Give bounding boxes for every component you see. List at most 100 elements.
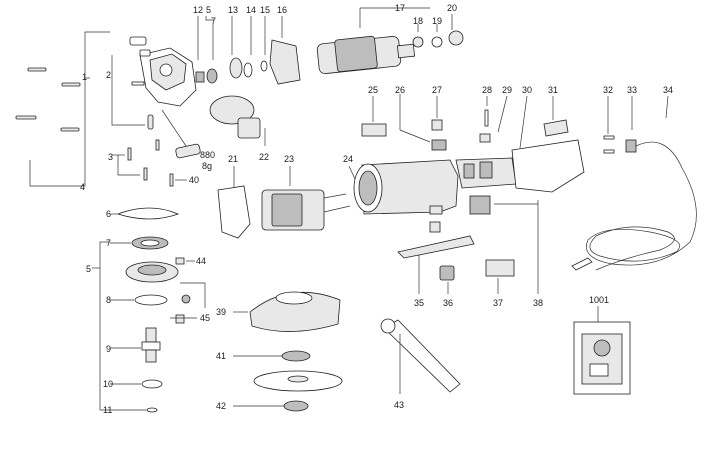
callout-22: 22 <box>259 152 269 162</box>
callout-23: 23 <box>284 154 294 164</box>
callout-18: 18 <box>413 16 423 26</box>
part-43-wrench <box>380 318 461 394</box>
part-brush <box>429 205 443 215</box>
part-45-pin <box>181 294 191 304</box>
callout-32: 32 <box>603 85 613 95</box>
part-36 <box>439 265 455 281</box>
callout-41: 41 <box>216 351 226 361</box>
callout-28: 28 <box>482 85 492 95</box>
part-42-nut <box>283 400 309 412</box>
callout-44: 44 <box>196 256 206 266</box>
callout-2: 2 <box>106 70 111 80</box>
callout-43: 43 <box>394 400 404 410</box>
callout-26: 26 <box>395 85 405 95</box>
part-33-clamp <box>625 139 637 153</box>
callout-42: 42 <box>216 401 226 411</box>
part-20 <box>448 30 464 46</box>
part-37-label <box>485 259 515 277</box>
spindle-parts-group <box>92 207 206 413</box>
part-19 <box>431 36 443 48</box>
part-7-pinion <box>206 68 218 84</box>
part-38-brush-holder <box>469 195 491 215</box>
callout-14: 14 <box>246 5 256 15</box>
callout-29: 29 <box>502 85 512 95</box>
part-12 <box>195 71 205 83</box>
callout-4: 4 <box>80 182 85 192</box>
part-34-cable <box>586 141 697 271</box>
part-31-cover <box>543 119 569 137</box>
callout-1001: 1001 <box>589 295 609 305</box>
part-15-washer <box>260 60 268 72</box>
part-10-washer <box>141 379 163 389</box>
callout-16: 16 <box>277 5 287 15</box>
callout-1: 1 <box>82 72 87 82</box>
part-45 <box>175 314 185 324</box>
guard-group <box>233 291 343 412</box>
part-16-baffle <box>269 39 301 85</box>
callout-12: 12 <box>193 5 203 15</box>
part-35-lever <box>397 235 475 259</box>
callout-8: 8 <box>106 295 111 305</box>
part-11-clip <box>146 407 158 413</box>
part-14-ring <box>243 62 253 78</box>
screw-3a <box>127 147 132 161</box>
callout-39: 39 <box>216 307 226 317</box>
callout-7a: 7 <box>211 16 216 26</box>
part-32-screw <box>603 135 615 140</box>
callout-11: 11 <box>103 405 112 415</box>
top-center-parts <box>195 16 301 146</box>
callout-13: 13 <box>228 5 238 15</box>
part-21-cover <box>217 185 251 239</box>
part-24-motor-housing <box>361 159 459 215</box>
callout-20: 20 <box>447 3 457 13</box>
callout-19: 19 <box>432 16 442 26</box>
housing-screws <box>15 67 81 132</box>
part-18 <box>412 36 424 48</box>
callout-5b: 5 <box>86 264 91 274</box>
screw-40 <box>169 173 174 187</box>
brush-parts <box>397 195 539 294</box>
callout-35: 35 <box>414 298 424 308</box>
part-41-flange <box>281 350 311 362</box>
callout-30: 30 <box>522 85 532 95</box>
screw-3c <box>143 167 148 181</box>
callout-labels: 1 2 3 4 5 5 6 7 7 8 9 10 11 12 13 14 15 … <box>80 3 673 415</box>
stator-group <box>217 166 351 239</box>
part-26 <box>431 139 447 151</box>
callout-36: 36 <box>443 298 453 308</box>
callout-15: 15 <box>260 5 270 15</box>
callout-37: 37 <box>493 298 503 308</box>
gear-head-group: 880 8g <box>15 31 215 187</box>
part-22-bevel-gear <box>209 95 261 139</box>
part-28-screw <box>484 109 489 127</box>
grease-label: 880 <box>200 150 215 160</box>
callout-5a: 5 <box>206 5 211 15</box>
part-6-clip <box>116 207 180 220</box>
callout-7b: 7 <box>106 238 111 248</box>
callout-10: 10 <box>103 379 113 389</box>
callout-6: 6 <box>106 209 111 219</box>
callout-31: 31 <box>548 85 558 95</box>
callout-3: 3 <box>108 152 113 162</box>
callout-40: 40 <box>189 175 199 185</box>
callout-45: 45 <box>200 313 210 323</box>
cable-group <box>571 95 697 271</box>
part-44 <box>175 257 185 265</box>
part-29 <box>479 133 491 143</box>
grease-weight: 8g <box>202 161 212 171</box>
gear-housing <box>129 36 197 130</box>
callout-34: 34 <box>663 85 673 95</box>
inset-1001 <box>573 306 631 395</box>
callout-33: 33 <box>627 85 637 95</box>
callout-38: 38 <box>533 298 543 308</box>
callout-27: 27 <box>432 85 442 95</box>
grease-tube: 880 8g <box>161 109 215 171</box>
screw-3b <box>155 139 160 151</box>
motor-housing-group <box>348 94 585 215</box>
armature-group <box>316 7 464 75</box>
part-27 <box>431 119 443 131</box>
callout-9: 9 <box>106 344 111 354</box>
callout-21: 21 <box>228 154 238 164</box>
part-13-bearing <box>229 57 243 79</box>
